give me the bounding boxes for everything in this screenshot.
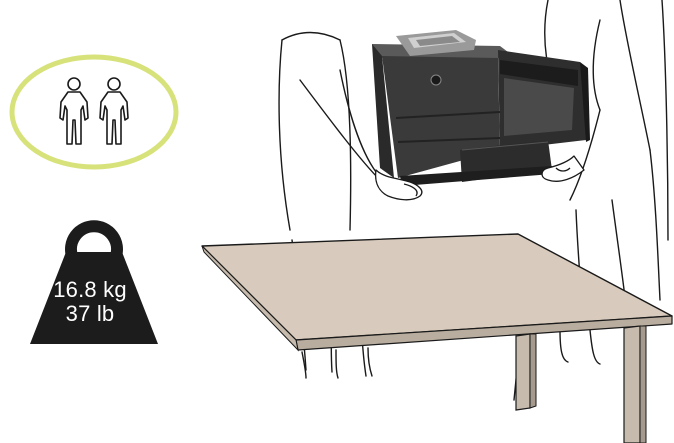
printer-lift-illustration bbox=[190, 0, 674, 443]
weight-label: 16.8 kg 37 lb bbox=[28, 278, 152, 326]
two-person-lift-icon bbox=[8, 50, 184, 174]
people-legs bbox=[302, 348, 372, 378]
table bbox=[202, 234, 672, 443]
weight-kg: 16.8 kg bbox=[28, 278, 152, 302]
weight-lb: 37 lb bbox=[28, 302, 152, 326]
printer-image bbox=[372, 30, 590, 186]
